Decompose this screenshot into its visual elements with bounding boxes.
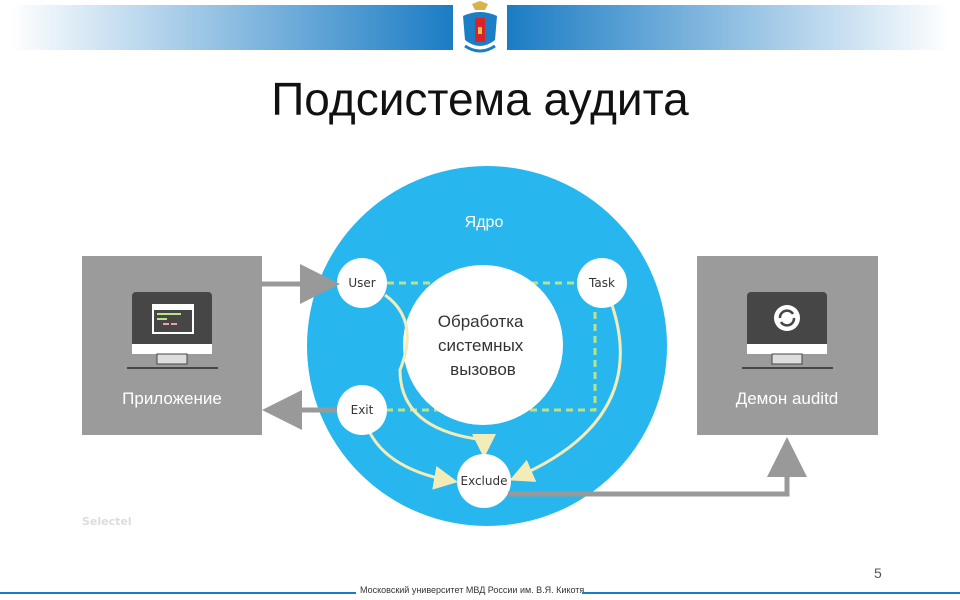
footer-line-left	[0, 592, 356, 594]
header-band-right	[507, 5, 950, 50]
header-band-left	[10, 5, 453, 50]
svg-text:Task: Task	[588, 276, 615, 290]
flow-user-exclude	[384, 293, 496, 458]
watermark: Selectel	[82, 515, 132, 528]
node-task: Task	[577, 258, 627, 308]
flow-task-exclude	[509, 304, 622, 482]
monitor-code-icon	[127, 292, 218, 369]
footer: Московский университет МВД России им. В.…	[0, 585, 960, 599]
node-exit: Exit	[337, 385, 387, 435]
core-circle	[403, 265, 563, 425]
svg-text:User: User	[348, 276, 375, 290]
right-box-label: Демон auditd	[736, 389, 839, 408]
node-exclude: Exclude	[457, 454, 511, 508]
monitor-refresh-icon	[742, 292, 833, 369]
core-label: Обработка системных вызовов	[438, 312, 528, 379]
footer-line-right	[582, 592, 960, 594]
svg-text:Exit: Exit	[351, 403, 374, 417]
kernel-label: Ядро	[465, 214, 504, 231]
svg-text:Exclude: Exclude	[460, 474, 507, 488]
footer-text: Московский университет МВД России им. В.…	[360, 585, 585, 595]
slide-title: Подсистема аудита	[271, 73, 689, 125]
arrow-exclude-to-auditd	[508, 437, 807, 497]
node-user: User	[337, 258, 387, 308]
left-box-label: Приложение	[122, 389, 222, 408]
page-number: 5	[874, 565, 882, 581]
dashed-path	[387, 281, 597, 412]
flow-exit-exclude	[368, 432, 458, 490]
crest-logo	[463, 1, 497, 53]
